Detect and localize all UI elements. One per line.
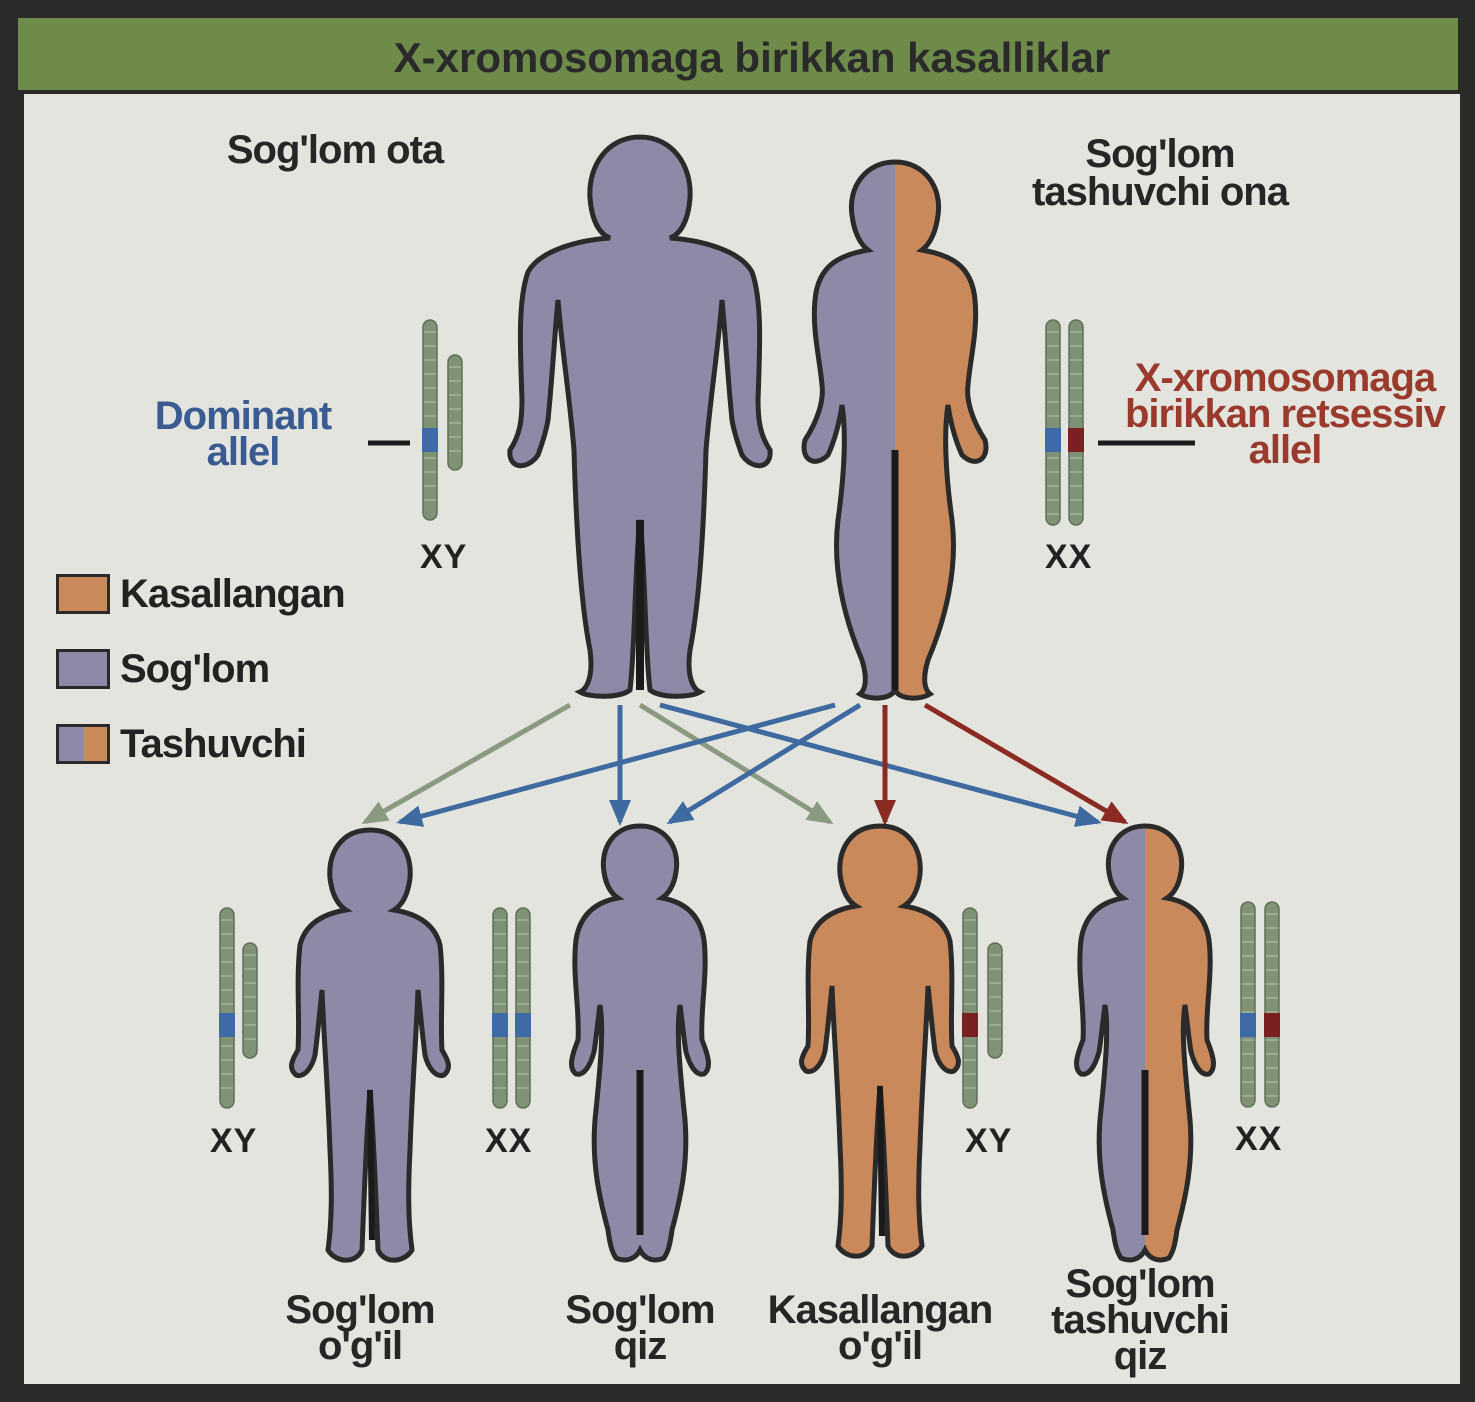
legend-label-affected: Kasallangan xyxy=(120,572,345,617)
child4-karyotype: XX xyxy=(1235,1120,1282,1159)
recessive-allele-band xyxy=(962,1013,978,1037)
dominant-allele-label: Dominant allel xyxy=(118,398,368,470)
dominant-allele-band xyxy=(1045,428,1061,452)
child3-karyotype: XY xyxy=(965,1122,1012,1161)
child2-chromosome-x2 xyxy=(516,908,530,1108)
child1-chromosome-x xyxy=(220,908,234,1108)
child3-chromosome-x xyxy=(963,908,977,1108)
dominant-allele-band xyxy=(1240,1013,1256,1037)
child1-karyotype: XY xyxy=(210,1122,257,1161)
father-karyotype: XY xyxy=(420,538,467,577)
child2-label: Sog'lom qiz xyxy=(535,1292,745,1364)
legend-item-healthy: Sog'lom xyxy=(56,645,269,693)
child3-chromosome-y xyxy=(988,943,1002,1058)
dominant-allele-band xyxy=(219,1013,235,1037)
recessive-allele-label: X-xromosomaga birikkan retsessiv allel xyxy=(1100,360,1470,468)
legend-item-affected: Kasallangan xyxy=(56,570,345,618)
child4-chromosome-x2 xyxy=(1265,902,1279,1107)
legend-swatch-carrier xyxy=(56,724,110,764)
child1-label: Sog'lom o'g'il xyxy=(255,1292,465,1364)
legend-item-carrier: Tashuvchi xyxy=(56,720,306,768)
recessive-allele-band xyxy=(1264,1013,1280,1037)
dominant-allele-band xyxy=(422,428,438,452)
mother-karyotype: XX xyxy=(1045,538,1092,577)
father-chromosome-y xyxy=(448,355,462,470)
child2-chromosome-x xyxy=(493,908,507,1108)
child4-chromosome-x xyxy=(1241,902,1255,1107)
legend-swatch-healthy xyxy=(56,649,110,689)
mother-chromosome-x2 xyxy=(1069,320,1083,525)
legend-label-carrier: Tashuvchi xyxy=(120,722,306,767)
dominant-allele-band xyxy=(515,1013,531,1037)
child4-label: Sog'lom tashuvchi qiz xyxy=(1020,1266,1260,1374)
child3-label: Kasallangan o'g'il xyxy=(745,1292,1015,1364)
mother-label: Sog'lom tashuvchi ona xyxy=(1000,135,1320,211)
diagram-title: X-xromosomaga birikkan kasalliklar xyxy=(394,34,1111,81)
dominant-allele-band xyxy=(492,1013,508,1037)
mother-chromosome-x xyxy=(1046,320,1060,525)
father-chromosome-x xyxy=(423,320,437,520)
legend-label-healthy: Sog'lom xyxy=(120,647,269,692)
father-label: Sog'lom ota xyxy=(190,130,480,170)
recessive-allele-band xyxy=(1068,428,1084,452)
child1-chromosome-y xyxy=(243,943,257,1058)
legend-swatch-affected xyxy=(56,574,110,614)
child2-karyotype: XX xyxy=(485,1122,532,1161)
